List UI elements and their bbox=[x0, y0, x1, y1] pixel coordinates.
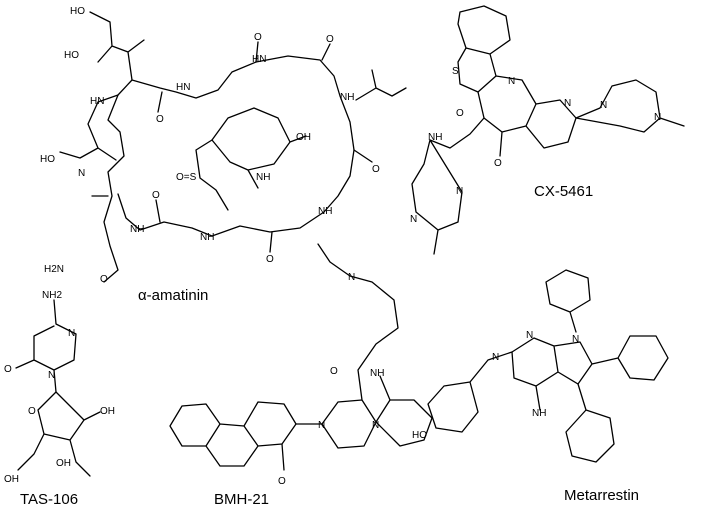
cx-5461-structure: S N N N N NH O O N N CX-5461 bbox=[410, 5, 685, 255]
atom-label: HN bbox=[252, 54, 266, 65]
atom-label: OH bbox=[56, 458, 71, 469]
atom-label: HO bbox=[64, 50, 79, 61]
atom-label: N bbox=[492, 352, 499, 363]
atom-label: O bbox=[494, 158, 502, 169]
atom-label: N bbox=[348, 272, 355, 283]
atom-label: NH bbox=[428, 132, 442, 143]
atom-label: O bbox=[266, 254, 274, 265]
atom-label: O bbox=[372, 164, 380, 175]
atom-label: O bbox=[152, 190, 160, 201]
atom-label: NH bbox=[340, 92, 354, 103]
atom-label: N bbox=[78, 168, 85, 179]
caption-alpha-amatinin: α-amatinin bbox=[138, 287, 208, 304]
atom-label: NH bbox=[318, 206, 332, 217]
atom-label: HO bbox=[40, 154, 55, 165]
atom-label: N bbox=[410, 214, 417, 225]
atom-label: O bbox=[456, 108, 464, 119]
atom-label: OH bbox=[4, 474, 19, 485]
atom-label: N bbox=[318, 420, 325, 431]
atom-label: S bbox=[452, 66, 459, 77]
atom-label: O bbox=[4, 364, 12, 375]
atom-label: N bbox=[68, 328, 75, 339]
atom-label: N bbox=[526, 330, 533, 341]
metarrestin-structure: N N N NH HO Metarrestin bbox=[412, 269, 669, 504]
atom-label: N bbox=[654, 112, 661, 123]
atom-label: NH bbox=[370, 368, 384, 379]
atom-label: NH bbox=[256, 172, 270, 183]
atom-label: O bbox=[28, 406, 36, 417]
tas-106-structure: NH2 N N O O OH OH OH TAS-106 bbox=[4, 290, 115, 508]
atom-label: OH bbox=[100, 406, 115, 417]
atom-label: HO bbox=[70, 6, 85, 17]
atom-label: N bbox=[564, 98, 571, 109]
atom-label: N bbox=[508, 76, 515, 87]
atom-label: NH bbox=[130, 224, 144, 235]
atom-label: NH bbox=[532, 408, 546, 419]
atom-label: O bbox=[278, 476, 286, 487]
atom-label: NH bbox=[200, 232, 214, 243]
atom-label: HN bbox=[90, 96, 104, 107]
bmh-21-structure: N N O O NH N BMH-21 bbox=[169, 243, 433, 508]
caption-cx-5461: CX-5461 bbox=[534, 183, 593, 200]
atom-label: NH2 bbox=[42, 290, 62, 301]
caption-metarrestin: Metarrestin bbox=[564, 487, 639, 504]
atom-label: N bbox=[48, 370, 55, 381]
atom-label: HN bbox=[176, 82, 190, 93]
caption-bmh-21: BMH-21 bbox=[214, 491, 269, 508]
atom-label: N bbox=[600, 100, 607, 111]
atom-label: OH bbox=[296, 132, 311, 143]
atom-label: O=S bbox=[176, 172, 197, 183]
atom-label: O bbox=[254, 32, 262, 43]
atom-label: N bbox=[572, 334, 579, 345]
atom-label: O bbox=[156, 114, 164, 125]
caption-tas-106: TAS-106 bbox=[20, 491, 78, 508]
atom-label: O bbox=[330, 366, 338, 377]
atom-label: H2N bbox=[44, 264, 64, 275]
atom-label: O bbox=[100, 274, 108, 285]
alpha-amatinin-structure: HO HO HN HN HN NH NH NH NH N HO NH OH O=… bbox=[40, 6, 407, 304]
atom-label: N bbox=[372, 420, 379, 431]
atom-label: O bbox=[326, 34, 334, 45]
atom-label: HO bbox=[412, 430, 427, 441]
atom-label: N bbox=[456, 186, 463, 197]
